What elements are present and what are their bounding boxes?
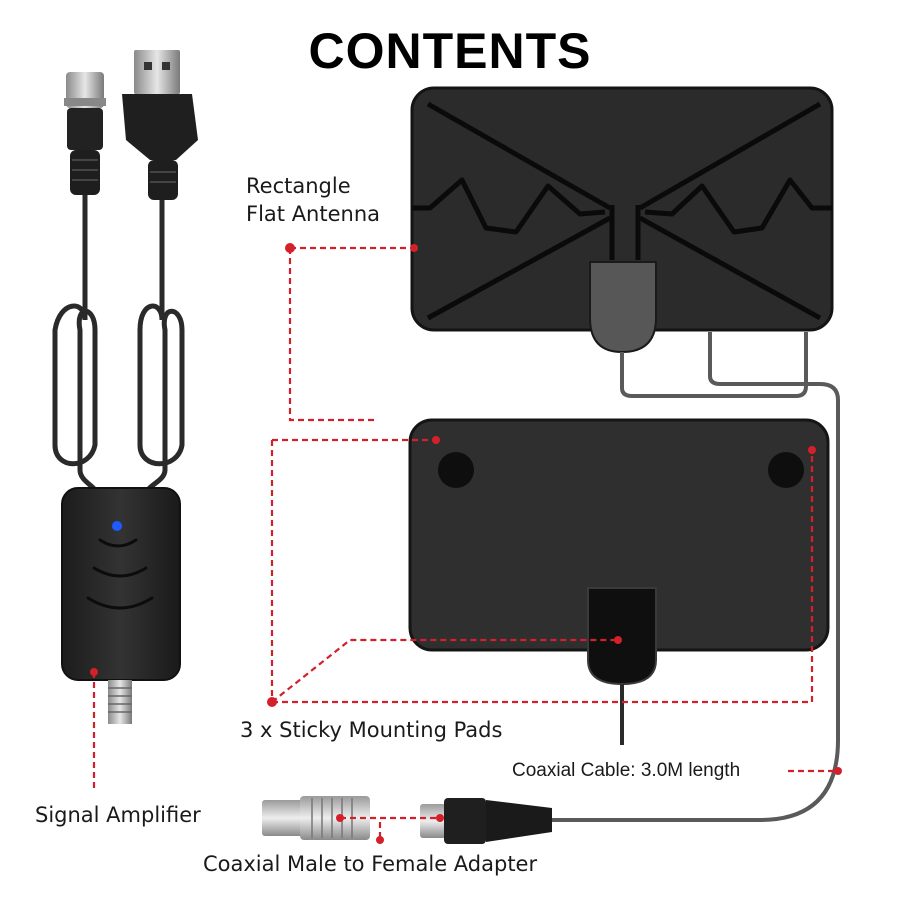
antenna-label: Rectangle Flat Antenna	[246, 172, 380, 228]
antenna-label-line2: Flat Antenna	[246, 202, 381, 226]
pads-label: 3 x Sticky Mounting Pads	[240, 718, 503, 742]
page-title: CONTENTS	[308, 23, 592, 79]
led-indicator	[112, 521, 122, 531]
mounting-pads-board	[408, 418, 830, 745]
antenna-cable	[550, 332, 840, 822]
amp-cable-left	[52, 187, 98, 493]
amp-cable-right	[137, 197, 185, 493]
leader-lines	[92, 246, 838, 838]
signal-wave-icon	[86, 538, 154, 610]
sticky-pad-1	[438, 452, 474, 488]
antenna-label-line1: Rectangle	[246, 174, 351, 198]
amplifier-body	[61, 487, 181, 681]
sticky-pad-3	[587, 587, 657, 686]
amplifier-label: Signal Amplifier	[35, 803, 201, 827]
leader-dots	[90, 243, 842, 844]
coax-cable-plug	[420, 798, 552, 844]
sticky-pad-2	[768, 452, 804, 488]
coax-cable-label: Coaxial Cable: 3.0M length	[510, 757, 743, 785]
usb-plug	[122, 50, 198, 200]
flat-antenna	[410, 86, 840, 822]
adapter-label: Coaxial Male to Female Adapter	[203, 852, 538, 876]
coax-f-connector	[64, 72, 106, 195]
signal-amplifier	[52, 50, 198, 724]
